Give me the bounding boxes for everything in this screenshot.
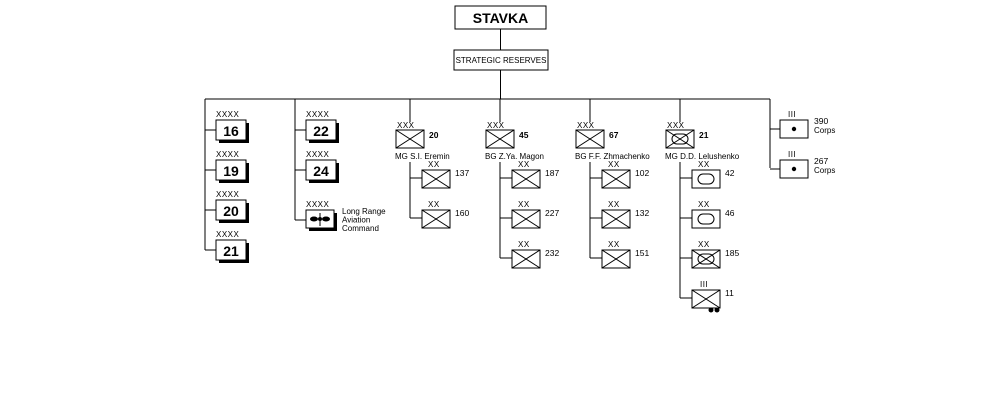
aviation-label: Command xyxy=(342,224,379,233)
army-20-box xyxy=(215,199,247,221)
corps-number: 20 xyxy=(429,130,439,140)
division-echelon-mark: XX xyxy=(518,200,530,209)
division-echelon-mark: XX xyxy=(608,240,620,249)
army-19-number: 19 xyxy=(223,163,239,179)
division-number: 227 xyxy=(545,208,559,218)
strategic-reserves-label: STRATEGIC RESERVES xyxy=(456,56,547,65)
artillery-number: 267 xyxy=(814,156,828,166)
unit-cross-line xyxy=(511,209,541,229)
corps-echelon-mark: XXX xyxy=(667,121,685,130)
unit-cross-line xyxy=(601,169,631,189)
army-16-box xyxy=(215,119,247,141)
army-22-number: 22 xyxy=(313,123,329,139)
division-46-box xyxy=(691,209,721,229)
unit-cross-line xyxy=(665,129,695,149)
unit-cross-line xyxy=(691,249,721,269)
division-number: 185 xyxy=(725,248,739,258)
aviation-label: Long Range xyxy=(342,207,386,216)
corps-commander: BG Z.Ya. Magon xyxy=(485,152,544,161)
unit-cross-line xyxy=(485,129,515,149)
army-19-box xyxy=(215,159,247,181)
division-number: 11 xyxy=(725,288,734,298)
tank-oval-icon xyxy=(697,213,715,225)
propeller-blade-icon xyxy=(310,216,318,222)
division-echelon-mark: XX xyxy=(428,200,440,209)
unit-cross-line xyxy=(575,129,605,149)
division-echelon-mark: XX xyxy=(698,200,710,209)
artillery-number: 390 xyxy=(814,116,828,126)
artillery-dot-icon xyxy=(791,166,797,172)
unit-cross-line xyxy=(395,129,425,149)
tank-oval-icon xyxy=(697,173,715,185)
corps-echelon-mark: XXX xyxy=(397,121,415,130)
unit-cross-line xyxy=(421,169,451,189)
division-number: 132 xyxy=(635,208,649,218)
army-echelon-mark: XXXX xyxy=(216,190,240,199)
division-number: 137 xyxy=(455,168,469,178)
tank-oval-icon xyxy=(697,253,715,265)
unit-cross-line xyxy=(601,209,631,229)
unit-cross-line xyxy=(691,289,721,309)
corps-number: 67 xyxy=(609,130,619,140)
corps-number: 21 xyxy=(699,130,709,140)
division-number: 187 xyxy=(545,168,559,178)
division-number: 102 xyxy=(635,168,649,178)
army-21-number: 21 xyxy=(223,243,239,259)
aviation-echelon-mark: XXXX xyxy=(306,200,330,209)
artillery-sub-label: Corps xyxy=(814,126,835,135)
army-echelon-mark: XXXX xyxy=(306,110,330,119)
division-echelon-mark: XX xyxy=(608,200,620,209)
division-echelon-mark: XX xyxy=(608,160,620,169)
division-42-box xyxy=(691,169,721,189)
army-21-box xyxy=(215,239,247,261)
division-number: 46 xyxy=(725,208,735,218)
division-echelon-mark: XX xyxy=(518,160,530,169)
aviation-label: Aviation xyxy=(342,216,370,225)
division-echelon-mark: XX xyxy=(518,240,530,249)
propeller-blade-icon xyxy=(322,216,330,222)
unit-cross-line xyxy=(511,169,541,189)
army-echelon-mark: XXXX xyxy=(216,230,240,239)
division-echelon-mark: XX xyxy=(428,160,440,169)
unit-cross-line xyxy=(511,249,541,269)
army-echelon-mark: XXXX xyxy=(216,150,240,159)
motorcycle-wheel-icon xyxy=(714,307,720,313)
corps-commander: MG D.D. Lelushenko xyxy=(665,152,740,161)
motorcycle-wheel-icon xyxy=(708,307,714,313)
division-number: 232 xyxy=(545,248,559,258)
artillery-sub-label: Corps xyxy=(814,166,835,175)
army-16-number: 16 xyxy=(223,123,239,139)
corps-echelon-mark: XXX xyxy=(487,121,505,130)
corps-commander: BG F.F. Zhmachenko xyxy=(575,152,650,161)
artillery-dot-icon xyxy=(791,126,797,132)
division-echelon-mark: XX xyxy=(698,160,710,169)
army-22-box xyxy=(305,119,337,141)
stavka-title: STAVKA xyxy=(473,10,528,26)
unit-cross-line xyxy=(601,249,631,269)
division-number: 151 xyxy=(635,248,649,258)
division-echelon-mark: XX xyxy=(698,240,710,249)
brigade-echelon-mark: III xyxy=(700,280,708,289)
unit-cross-line xyxy=(421,209,451,229)
division-number: 160 xyxy=(455,208,469,218)
corps-number: 45 xyxy=(519,130,529,140)
army-echelon-mark: XXXX xyxy=(216,110,240,119)
army-24-box xyxy=(305,159,337,181)
artillery-echelon-mark: III xyxy=(788,110,796,119)
division-number: 42 xyxy=(725,168,735,178)
tank-oval-icon xyxy=(671,133,689,145)
army-24-number: 24 xyxy=(313,163,329,179)
army-echelon-mark: XXXX xyxy=(306,150,330,159)
artillery-echelon-mark: III xyxy=(788,150,796,159)
army-20-number: 20 xyxy=(223,203,239,219)
corps-commander: MG S.I. Eremin xyxy=(395,152,450,161)
corps-echelon-mark: XXX xyxy=(577,121,595,130)
